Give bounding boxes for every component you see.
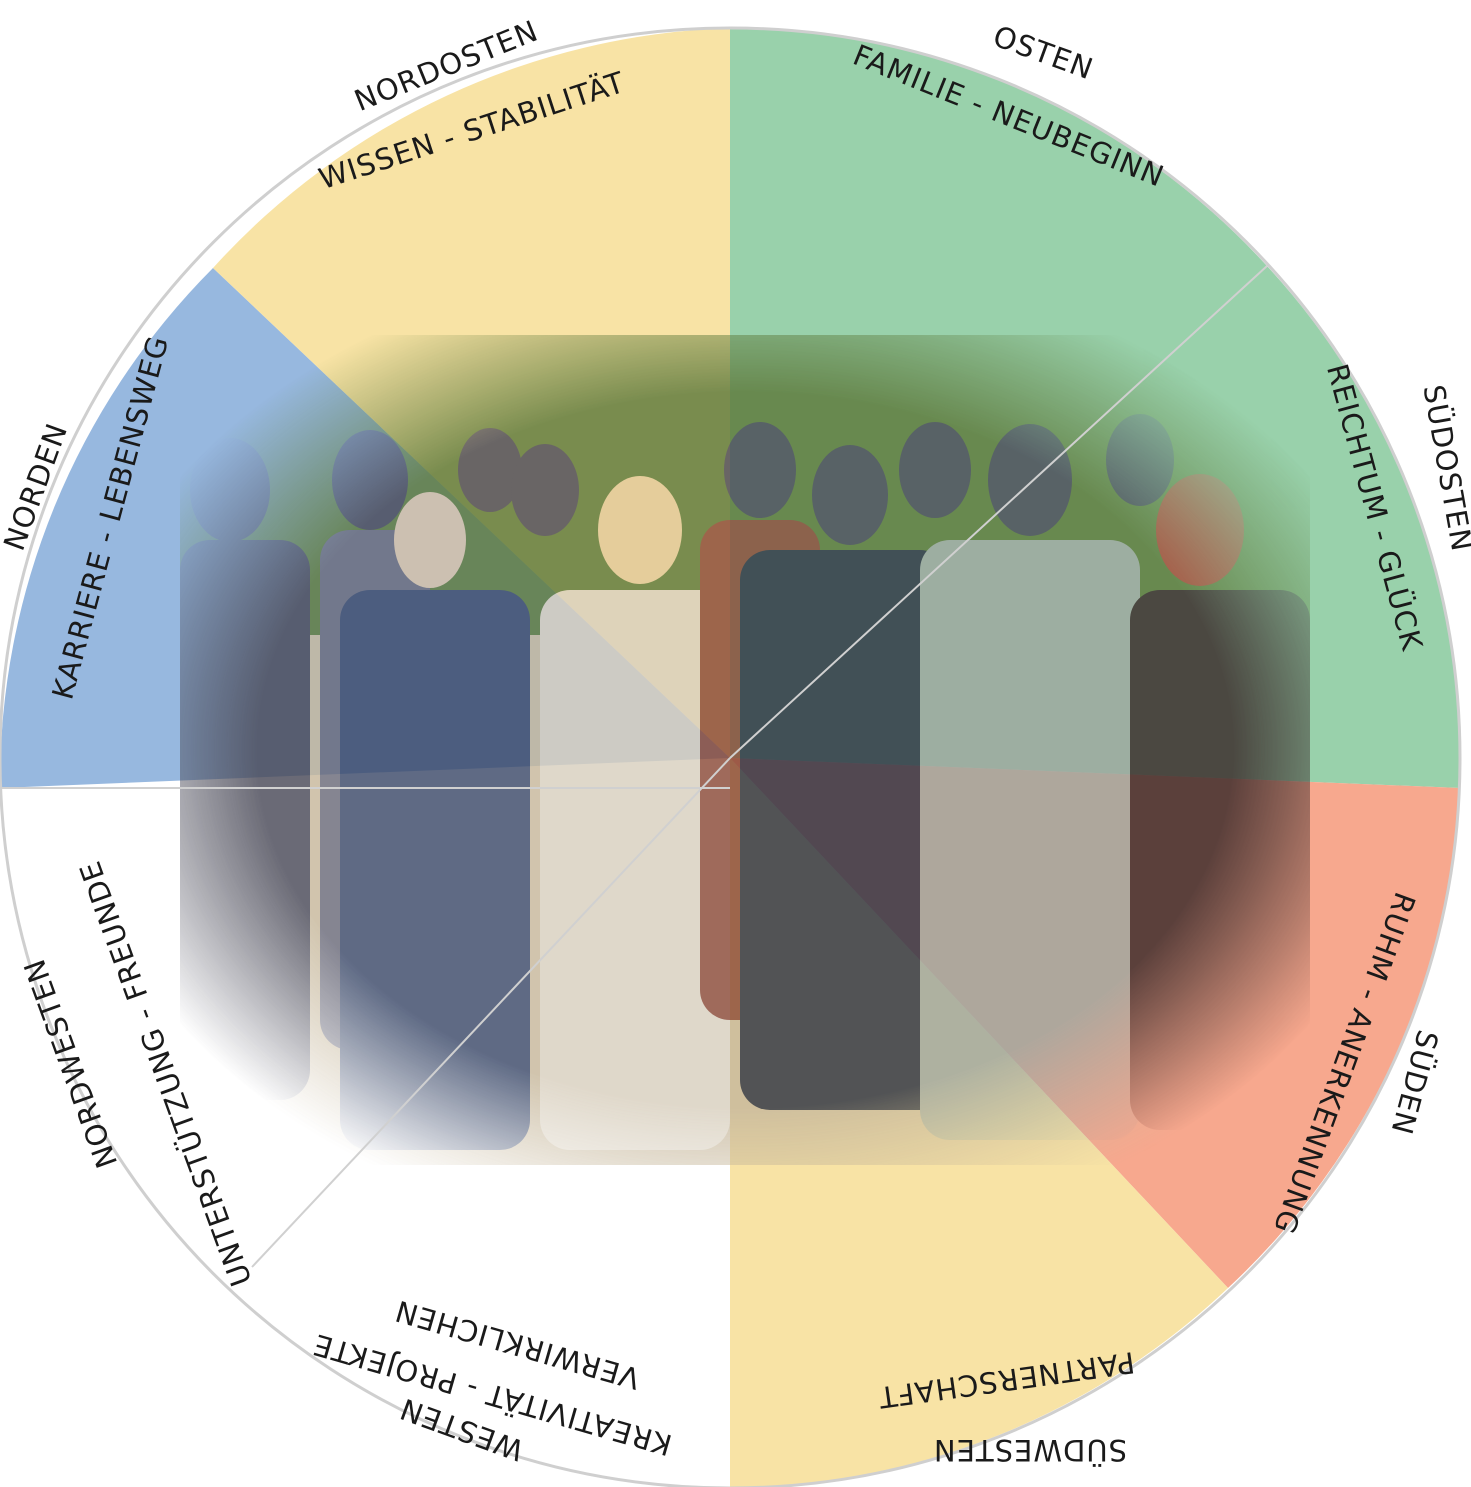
group-photo: [180, 335, 1310, 1165]
direction-label-suedosten: SÜDOSTEN: [1416, 382, 1471, 554]
direction-label-suedwesten: SÜDWESTEN: [933, 1433, 1127, 1467]
outer-circle: [0, 26, 1462, 1487]
people-silhouettes: [180, 414, 1310, 1150]
direction-label-osten: OSTEN: [989, 19, 1098, 87]
